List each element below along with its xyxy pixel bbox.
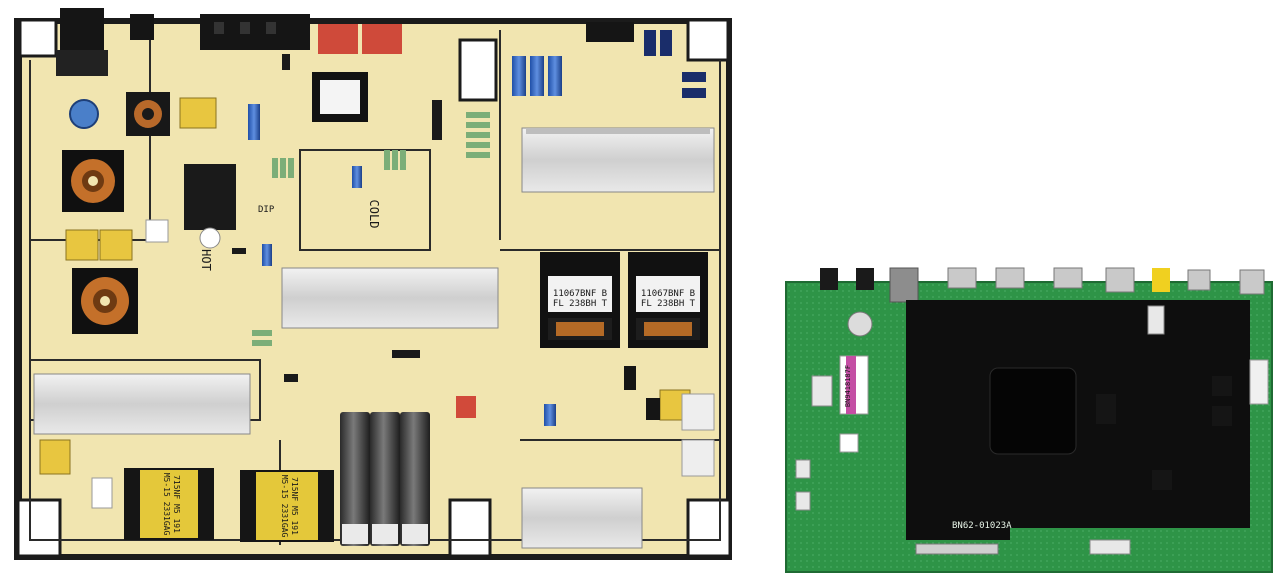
misc-components — [232, 54, 442, 382]
transformer-label-1-line2: FL 238BH T — [553, 299, 608, 309]
inductor-label-2-line2: M5-15 2331GAG — [280, 475, 289, 538]
main-board: BN9418187F BN62-01023A — [785, 267, 1273, 573]
varistor — [69, 99, 99, 129]
dip-label: DIP — [258, 205, 275, 215]
mainboard-chips — [1096, 376, 1232, 490]
bridge-rectifier — [184, 164, 236, 230]
inductor-label-1: 715NF M5 191 M5-15 2331GAG — [162, 473, 181, 536]
x-capacitors — [39, 97, 691, 475]
cold-label: COLD — [367, 200, 381, 229]
small-choke — [126, 92, 170, 136]
heatsink-middle — [281, 267, 499, 329]
inductor-label-1-line2: M5-15 2331GAG — [162, 473, 171, 536]
coin-cell — [847, 311, 873, 337]
mainboard-sticker-text: BN9418187F — [844, 365, 852, 407]
ffc-connector — [915, 543, 999, 555]
transformer-label-1-line1: 11067BNF B — [553, 289, 607, 299]
heatsink-upper — [521, 127, 715, 193]
blue-capacitors — [248, 30, 706, 426]
relay-red-1 — [318, 24, 358, 54]
heatsink-left — [33, 373, 251, 435]
output-inductor-2 — [240, 470, 334, 542]
output-inductor-1 — [124, 468, 214, 540]
heatsink-bottom — [521, 487, 643, 549]
main-transformer-1 — [540, 252, 620, 348]
hot-label: HOT — [199, 249, 213, 271]
common-mode-choke-2 — [72, 268, 138, 334]
mainboard-part-label: BN62-01023A — [952, 521, 1012, 531]
white-connectors — [795, 305, 1165, 555]
mounting-holes — [16, 18, 732, 558]
transformer-label-2-line2: FL 238BH T — [641, 299, 696, 309]
black-shield-mask — [906, 300, 1250, 540]
inductor-label-2: 715NF M5 191 M5-15 2331GAG — [280, 475, 299, 538]
mainboard-connectors — [820, 267, 1265, 303]
bulk-capacitors — [340, 412, 430, 546]
resistor-arrays — [252, 112, 490, 346]
inductor-label-2-line1: 715NF M5 191 — [290, 477, 299, 535]
soc-chip — [989, 367, 1077, 455]
transformer-label-2: 11067BNF B FL 238BH T — [641, 289, 696, 309]
main-transformer-2 — [628, 252, 708, 348]
transformer-label-1: 11067BNF B FL 238BH T — [553, 289, 608, 309]
common-mode-choke-1 — [62, 150, 124, 212]
transformer-label-2-line1: 11067BNF B — [641, 289, 695, 299]
relay-red-2 — [362, 24, 402, 54]
qr-sticker — [91, 477, 113, 509]
inductor-label-1-line1: 715NF M5 191 — [172, 475, 181, 533]
power-supply-board: 11067BNF B FL 238BH T 11067BNF B FL 238B… — [14, 8, 732, 560]
